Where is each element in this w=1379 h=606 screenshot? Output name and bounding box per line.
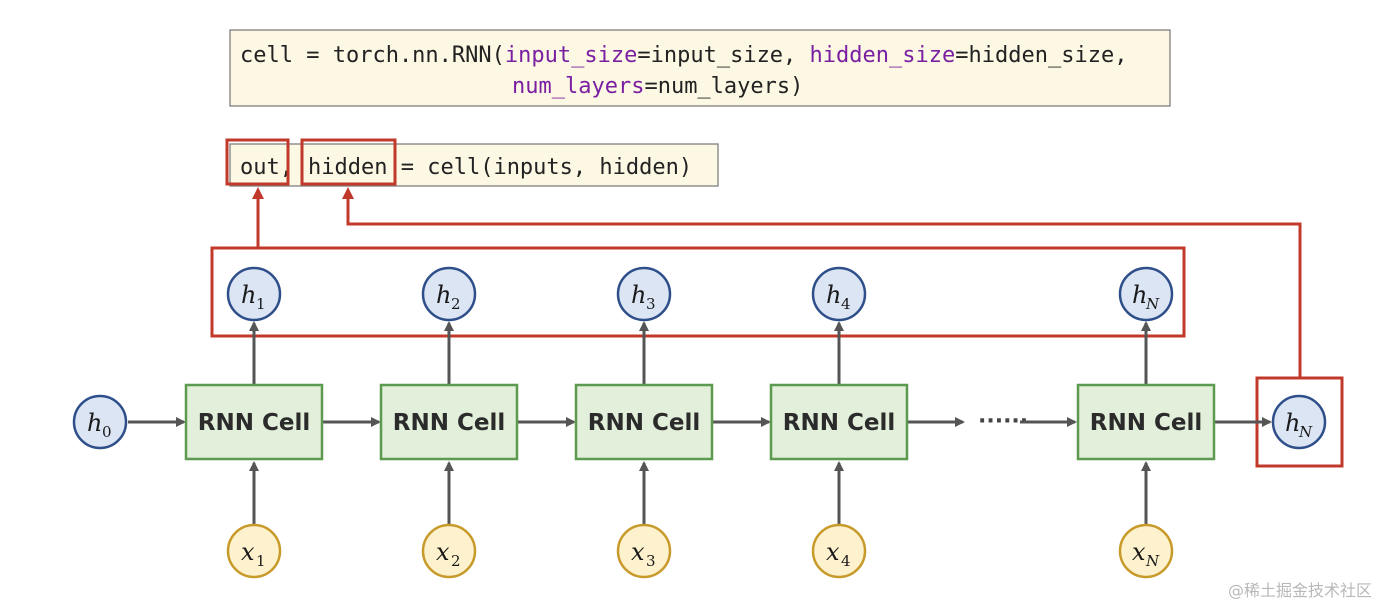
cell-column: RNN Cell h 1 x 1 [184,266,324,579]
rnn-constructor-code: cell = torch.nn.RNN(input_size=input_siz… [229,29,1171,107]
hidden-node [1118,266,1174,322]
flow-arrows: ······ [128,409,1272,434]
hidden-node [226,266,282,322]
rnn-cell-label: RNN Cell [1090,410,1202,436]
input-subscript: 1 [256,552,266,570]
hidden-label: h [826,281,841,309]
code-token: , [280,155,293,180]
out-highlight [225,138,290,186]
input-label: x [436,538,450,566]
code-token: =hidden_size, [955,43,1127,68]
rnn-call-code: out, hidden = cell(inputs, hidden) [225,138,719,187]
code-token: =input_size, [637,43,809,68]
hN-subscript: N [1298,423,1313,441]
input-node [226,523,282,579]
hidden-label: h [1132,281,1147,309]
code-out: out [240,155,280,180]
input-subscript: 4 [841,552,851,570]
input-label: x [241,538,255,566]
hidden-subscript: N [1145,295,1160,313]
rnn-cell-label: RNN Cell [393,410,505,436]
hidden-label: h [436,281,451,309]
h0-circle [72,394,128,450]
hidden-label: h [631,281,646,309]
input-label: x [631,538,645,566]
hidden-node [616,266,672,322]
rnn-cell [379,383,519,461]
code-call-line-rest: hidden = cell(inputs, hidden) [308,155,692,180]
input-subscript: N [1145,552,1160,570]
hidden-subscript: 1 [256,295,266,313]
code-token: =num_layers) [644,74,803,99]
hidden-arrow [342,187,1302,378]
input-subscript: 2 [451,552,461,570]
rnn-cell [1076,383,1216,461]
code-keyword: input_size [505,43,637,68]
cell-column: RNN Cell h N x N [1076,266,1216,579]
input-node [1118,523,1174,579]
code-hidden: hidden [308,155,387,180]
code-box [229,29,1171,107]
code-token: = cell(inputs, hidden) [387,155,692,180]
rnn-cell [769,383,909,461]
h0-label: h [87,409,102,437]
hidden-subscript: 2 [451,295,461,313]
input-label: x [826,538,840,566]
code-keyword: num_layers [512,74,644,99]
code-keyword: hidden_size [810,43,956,68]
cell-column: RNN Cell h 2 x 2 [379,266,519,579]
hidden-subscript: 4 [841,295,851,313]
rnn-cell-label: RNN Cell [198,410,310,436]
hidden-subscript: 3 [646,295,656,313]
rnn-cell-label: RNN Cell [783,410,895,436]
code-box [229,143,719,187]
hidden-label: h [241,281,256,309]
outputs-highlight [210,246,1186,338]
initial-hidden-node: h 0 [72,394,128,450]
input-node [811,523,867,579]
code-line-2: num_layers=num_layers) [512,74,803,99]
hidden-node [811,266,867,322]
input-node [616,523,672,579]
hN-label: h [1285,409,1300,437]
hidden-node [421,266,477,322]
code-token: cell = torch.nn.RNN( [240,43,505,68]
rnn-cell-label: RNN Cell [588,410,700,436]
final-hidden-node: h N [1271,394,1327,450]
hN-circle [1271,394,1327,450]
rnn-cell [184,383,324,461]
ellipsis: ······ [978,409,1028,434]
hidden-highlight [300,138,397,186]
code-call-line: out, [240,155,293,180]
rnn-cell [574,383,714,461]
code-line-1: cell = torch.nn.RNN(input_size=input_siz… [240,43,1127,68]
watermark-text: @稀土掘金技术社区 [1228,581,1372,600]
cell-column: RNN Cell h 3 x 3 [574,266,714,579]
input-node [421,523,477,579]
cell-column: RNN Cell h 4 x 4 [769,266,909,579]
input-subscript: 3 [646,552,656,570]
input-label: x [1132,538,1146,566]
h0-subscript: 0 [102,423,112,441]
